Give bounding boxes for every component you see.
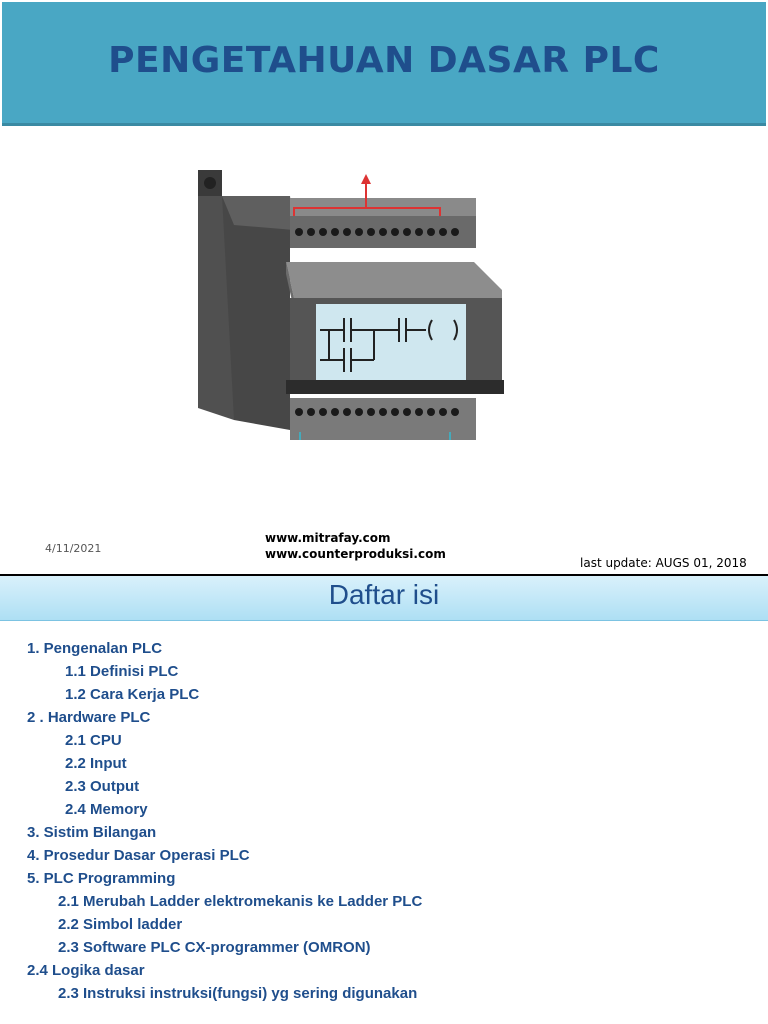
toc-item: 4. Prosedur Dasar Operasi PLC [27,847,250,864]
toc-item: 2.3 Software PLC CX-programmer (OMRON) [58,939,371,956]
toc-item: 1.1 Definisi PLC [65,663,179,680]
slide-title: PENGETAHUAN DASAR PLC [2,2,766,570]
slide-title-text: PENGETAHUAN DASAR PLC [108,40,660,81]
toc-item: 2.1 CPU [65,732,122,749]
url-mitrafay: www.mitrafay.com [265,531,391,545]
toc-item: 2.3 Instruksi instruksi(fungsi) yg serin… [58,985,418,1002]
toc-item: 5. PLC Programming [27,870,176,887]
toc-item: 2.2 Simbol ladder [58,916,183,933]
toc-header: Daftar isi [0,576,768,621]
toc-item: 3. Sistim Bilangan [27,824,157,841]
toc-item: 2.4 Logika dasar [27,962,145,979]
toc-item: 2 . Hardware PLC [27,709,151,726]
toc-item: 1.2 Cara Kerja PLC [65,686,200,703]
footer-urls: www.mitrafay.com www.counterproduksi.com [265,530,446,562]
title-bar: PENGETAHUAN DASAR PLC [2,2,766,126]
plc-device-illustration [198,170,504,440]
toc-item: 2.2 Input [65,755,127,772]
toc-title: Daftar isi [328,579,440,610]
slide-toc: Daftar isi 1. Pengenalan PLC 1.1 Definis… [0,576,768,1024]
url-counterproduksi: www.counterproduksi.com [265,547,446,561]
slide-date: 4/11/2021 [45,542,102,555]
toc-item: 1. Pengenalan PLC [27,640,163,657]
last-update: last update: AUGS 01, 2018 [580,556,747,570]
toc-item: 2.1 Merubah Ladder elektromekanis ke Lad… [58,893,423,910]
toc-item: 2.4 Memory [65,801,148,818]
slide-divider [0,574,768,576]
toc-item: 2.3 Output [65,778,140,795]
